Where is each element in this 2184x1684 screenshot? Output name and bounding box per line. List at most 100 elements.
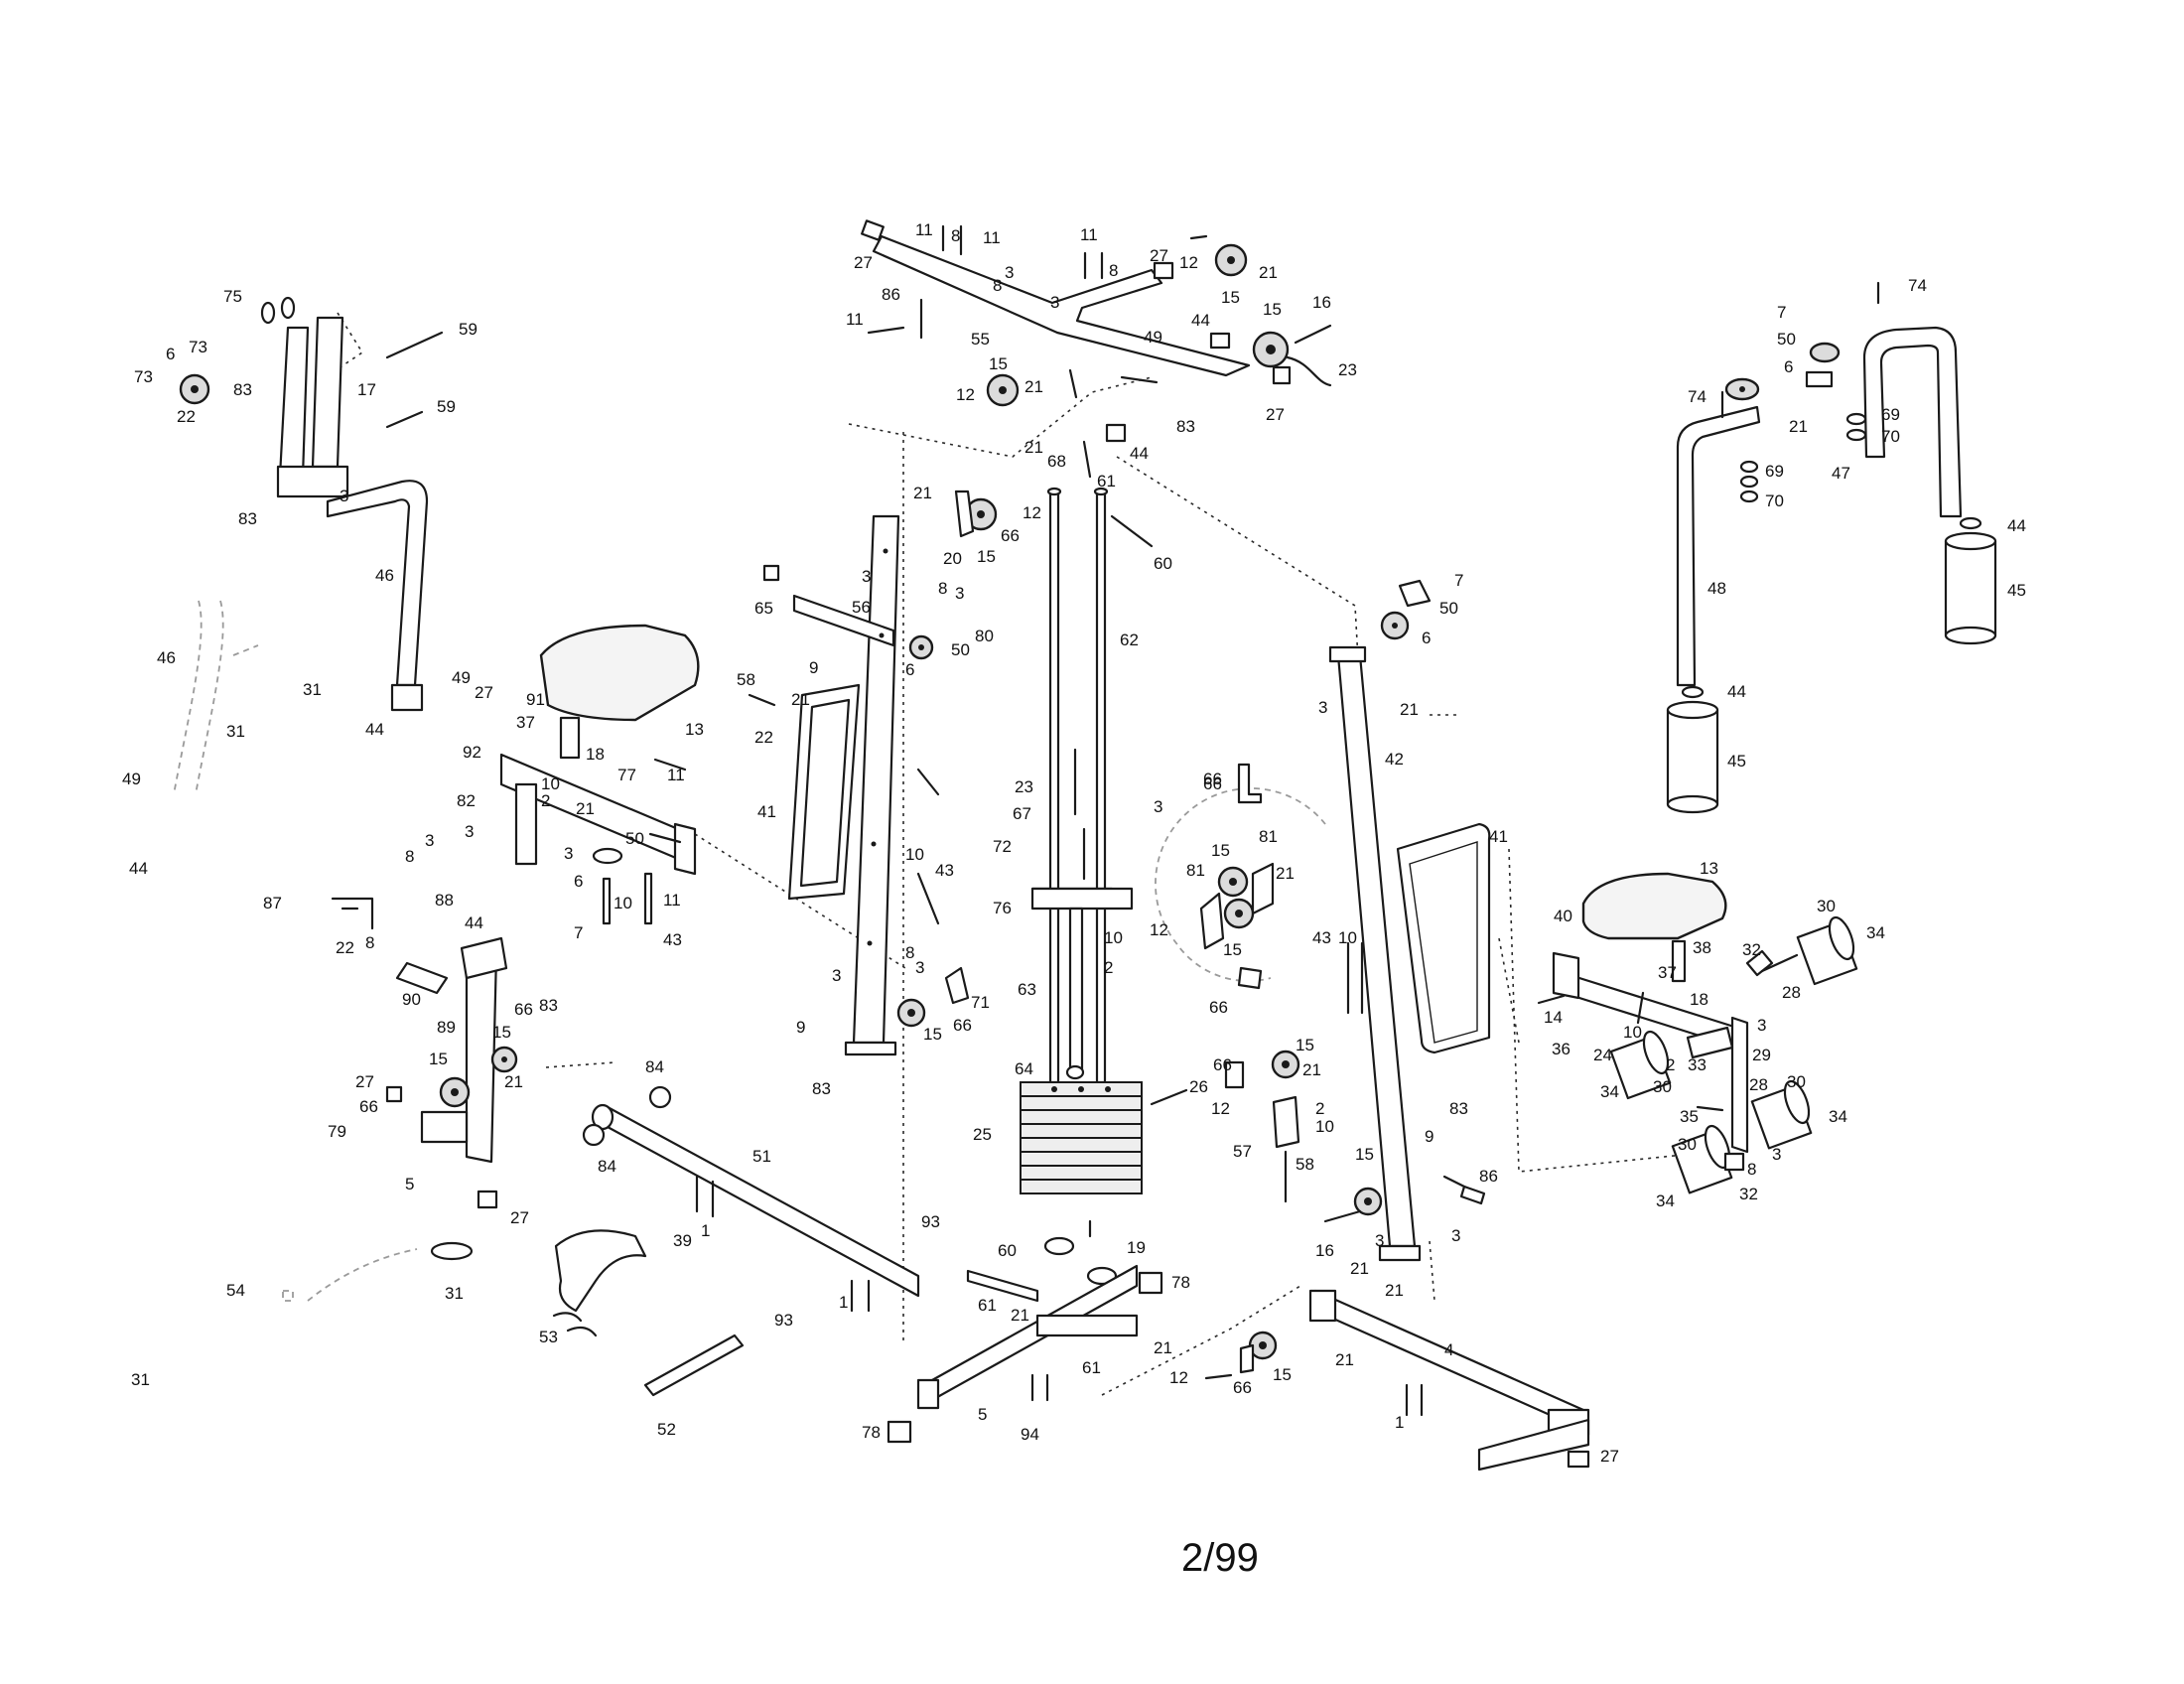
label-23: 23 <box>1015 777 1033 796</box>
label-34: 34 <box>1829 1107 1847 1126</box>
label-21: 21 <box>1276 864 1295 883</box>
label-21: 21 <box>1154 1338 1172 1357</box>
label-21: 21 <box>1400 700 1419 719</box>
label-49: 49 <box>452 668 471 687</box>
label-21: 21 <box>1385 1281 1404 1300</box>
left-leg-upright <box>331 897 518 1209</box>
label-15: 15 <box>977 547 996 566</box>
label-21: 21 <box>1024 438 1043 457</box>
label-3: 3 <box>915 958 924 977</box>
label-8: 8 <box>905 943 914 962</box>
label-3: 3 <box>340 487 348 505</box>
label-6: 6 <box>166 345 175 363</box>
label-69: 69 <box>1881 405 1900 424</box>
cap-84-side <box>582 1123 606 1147</box>
label-34: 34 <box>1656 1192 1675 1210</box>
upper-left-assembly <box>173 296 444 795</box>
label-10: 10 <box>1623 1023 1642 1042</box>
label-22: 22 <box>754 728 773 747</box>
label-44: 44 <box>1130 444 1149 463</box>
upright-42 <box>1336 653 1417 1248</box>
label-8: 8 <box>365 933 374 952</box>
label-3: 3 <box>425 831 434 850</box>
back-pad-41-right <box>1396 822 1491 1054</box>
foot-plate-right <box>1477 1418 1590 1472</box>
upright-17 <box>278 326 310 479</box>
handle-39 <box>554 1229 647 1313</box>
pulley-15-base <box>1248 1331 1278 1360</box>
label-10: 10 <box>1104 928 1123 947</box>
label-1: 1 <box>839 1293 848 1312</box>
label-21: 21 <box>1335 1350 1354 1369</box>
selector-rod-63 <box>1068 907 1084 1074</box>
bracket-20 <box>954 490 975 538</box>
label-10: 10 <box>614 894 632 912</box>
chain-52 <box>643 1333 745 1397</box>
label-19: 19 <box>1127 1238 1146 1257</box>
label-1: 1 <box>1395 1413 1404 1432</box>
rubber-bumper-19b <box>1086 1266 1118 1286</box>
label-83: 83 <box>1176 417 1195 436</box>
label-23: 23 <box>1338 360 1357 379</box>
label-56: 56 <box>852 598 871 617</box>
label-34: 34 <box>1600 1082 1619 1101</box>
label-8: 8 <box>993 276 1002 295</box>
page-number: 2/99 <box>1181 1536 1259 1580</box>
label-70: 70 <box>1881 427 1900 446</box>
label-45: 45 <box>2007 581 2026 600</box>
label-21: 21 <box>1011 1306 1029 1325</box>
label-7: 7 <box>574 923 583 942</box>
label-21: 21 <box>1259 263 1278 282</box>
label-3: 3 <box>1154 797 1162 816</box>
part-number-labels: 27 11 8 11 3 8 11 8 27 12 15 21 86 11 55… <box>122 220 2026 1466</box>
label-21: 21 <box>913 484 932 502</box>
label-3: 3 <box>832 966 841 985</box>
label-15: 15 <box>1223 940 1242 959</box>
label-27: 27 <box>510 1208 529 1227</box>
label-12: 12 <box>1169 1368 1188 1387</box>
label-3: 3 <box>862 567 871 586</box>
foam-roller-45-upper <box>1944 516 1997 645</box>
label-75: 75 <box>223 287 242 306</box>
label-1: 1 <box>701 1221 710 1240</box>
label-21: 21 <box>1350 1259 1369 1278</box>
label-84: 84 <box>598 1157 616 1176</box>
label-7: 7 <box>1454 571 1463 590</box>
left-seat-frame <box>499 624 700 925</box>
label-58: 58 <box>1296 1155 1314 1174</box>
label-27: 27 <box>1266 405 1285 424</box>
label-78: 78 <box>862 1423 881 1442</box>
label-15: 15 <box>1355 1145 1374 1164</box>
top-crossbeam-assembly <box>861 219 1332 479</box>
label-60: 60 <box>998 1241 1017 1260</box>
pulley-15-left-leg-b <box>490 1046 518 1073</box>
label-11: 11 <box>1080 225 1098 244</box>
label-91: 91 <box>526 690 545 709</box>
label-12: 12 <box>1211 1099 1230 1118</box>
bracket-66-top <box>1237 763 1263 804</box>
label-10: 10 <box>905 845 924 864</box>
label-3: 3 <box>564 844 573 863</box>
label-78: 78 <box>1171 1273 1190 1292</box>
label-9: 9 <box>1425 1127 1433 1146</box>
label-15: 15 <box>429 1050 448 1068</box>
label-61: 61 <box>1097 472 1116 491</box>
label-10: 10 <box>541 774 560 793</box>
label-14: 14 <box>1544 1008 1563 1027</box>
label-70: 70 <box>1765 491 1784 510</box>
label-25: 25 <box>973 1125 992 1144</box>
label-13: 13 <box>1700 859 1718 878</box>
label-63: 63 <box>1018 980 1036 999</box>
label-67: 67 <box>1013 804 1031 823</box>
label-35: 35 <box>1680 1107 1699 1126</box>
label-48: 48 <box>1707 579 1726 598</box>
label-66: 66 <box>359 1097 378 1116</box>
label-44: 44 <box>2007 516 2026 535</box>
label-3: 3 <box>1005 263 1014 282</box>
label-3: 3 <box>1451 1226 1460 1245</box>
label-15: 15 <box>1211 841 1230 860</box>
bracket-66-bottom <box>1237 966 1263 990</box>
label-27: 27 <box>355 1072 374 1091</box>
label-43: 43 <box>663 930 682 949</box>
